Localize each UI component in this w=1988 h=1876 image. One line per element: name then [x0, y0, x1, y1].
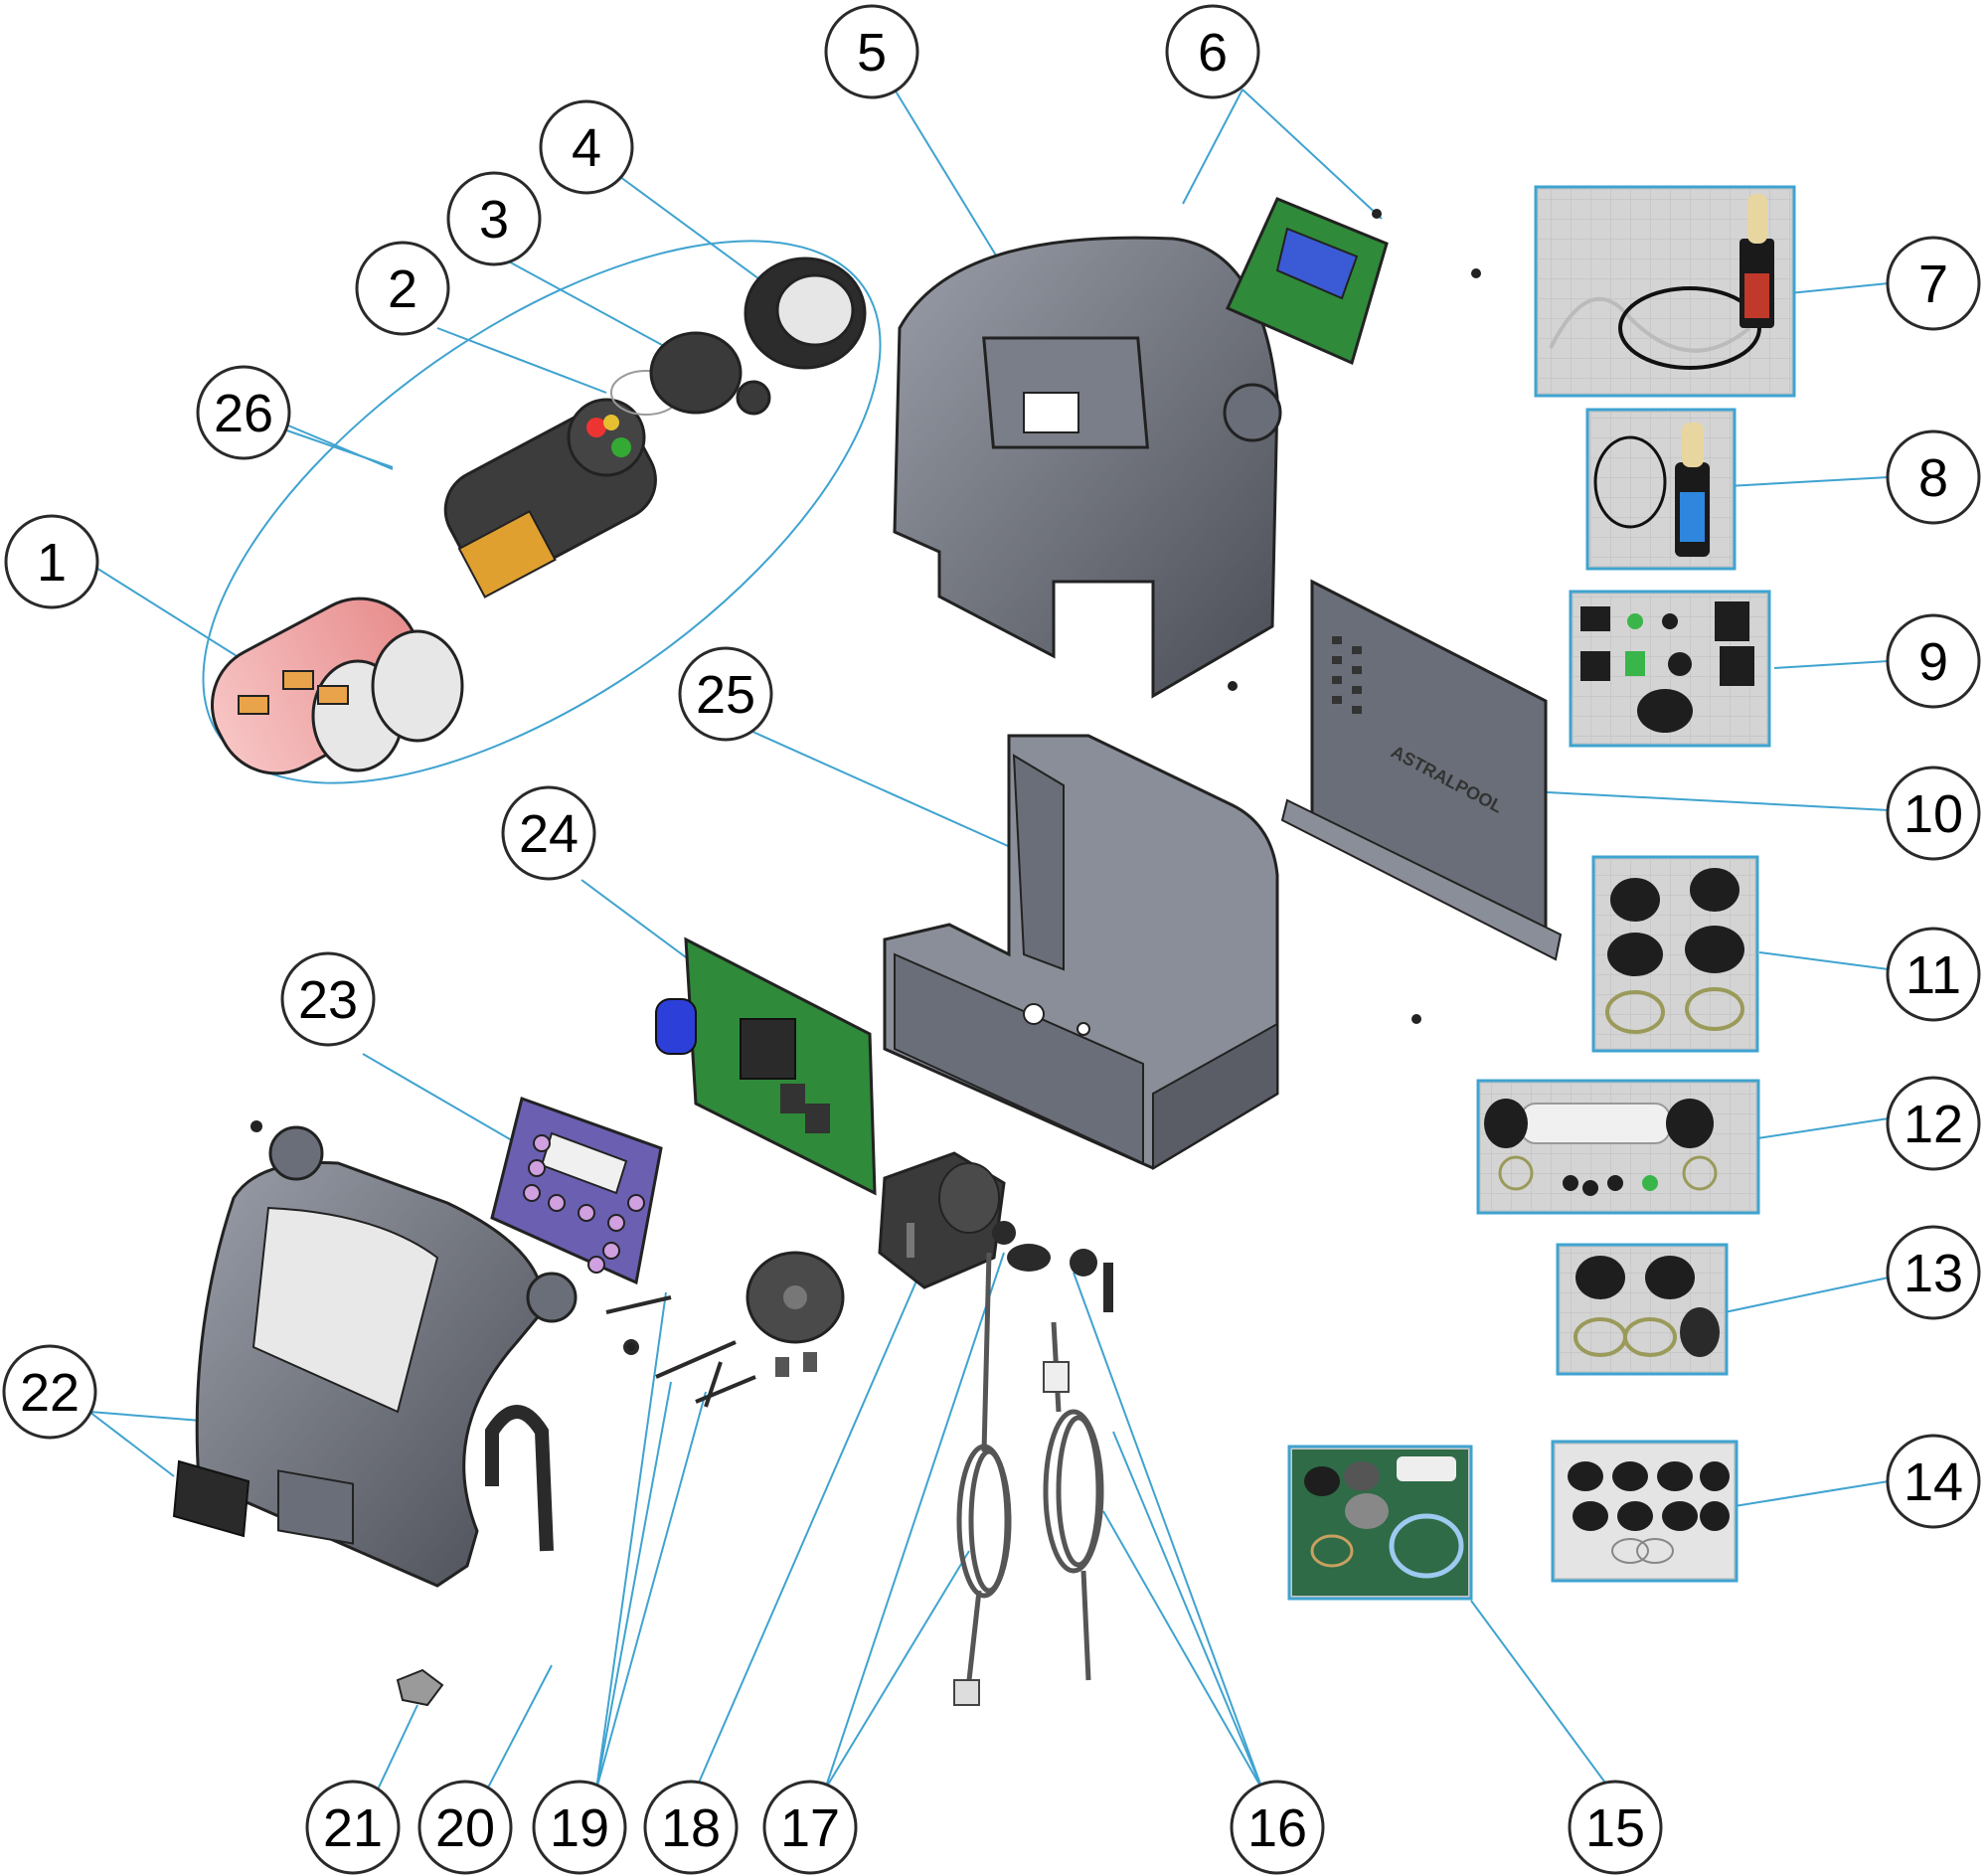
svg-text:8: 8 [1918, 448, 1948, 508]
callout-5: 5 [824, 4, 919, 99]
callout-2: 2 [355, 241, 450, 336]
svg-text:25: 25 [696, 665, 755, 725]
callout-17: 17 [762, 1780, 858, 1875]
cell-nut [744, 256, 867, 370]
callout-19: 19 [532, 1780, 627, 1875]
svg-text:6: 6 [1198, 23, 1228, 83]
lcd-board [1226, 197, 1481, 366]
callout-25: 25 [678, 646, 773, 742]
u-tube [485, 1405, 554, 1552]
svg-text:16: 16 [1247, 1798, 1307, 1858]
callout-1: 1 [4, 514, 99, 609]
photo-ph-probe [1534, 185, 1796, 398]
screws [605, 1295, 756, 1408]
callout-10: 10 [1886, 766, 1981, 861]
callout-23: 23 [280, 951, 376, 1047]
svg-text:20: 20 [435, 1798, 495, 1858]
callout-14: 14 [1886, 1434, 1981, 1529]
electrode [443, 398, 657, 598]
svg-text:23: 23 [298, 970, 358, 1030]
cable-glands [992, 1221, 1113, 1312]
back-plate: ASTRALPOOL [1280, 579, 1563, 961]
svg-text:15: 15 [1585, 1798, 1645, 1858]
svg-text:13: 13 [1904, 1244, 1963, 1303]
photo-unions-kit-b [1556, 1243, 1729, 1376]
svg-text:11: 11 [1905, 945, 1961, 1005]
svg-text:18: 18 [661, 1798, 721, 1858]
cell-cap [649, 331, 771, 416]
svg-text:7: 7 [1918, 255, 1948, 314]
svg-text:9: 9 [1918, 632, 1948, 692]
callouts: 1 2 3 4 5 6 7 8 9 10 11 12 13 14 15 16 1… [2, 4, 1981, 1875]
callout-15: 15 [1568, 1780, 1663, 1875]
connection-cable [1043, 1321, 1104, 1681]
rear-cover [172, 1120, 578, 1588]
clip [396, 1668, 444, 1707]
svg-text:17: 17 [780, 1798, 840, 1858]
svg-text:1: 1 [37, 533, 67, 593]
callout-16: 16 [1230, 1780, 1325, 1875]
svg-text:5: 5 [857, 23, 887, 83]
svg-text:26: 26 [214, 384, 273, 443]
svg-text:24: 24 [519, 804, 579, 864]
callout-22: 22 [2, 1344, 97, 1440]
callout-9: 9 [1886, 613, 1981, 709]
callout-21: 21 [305, 1780, 401, 1875]
callout-3: 3 [446, 171, 542, 266]
photo-rings-kit [1551, 1440, 1739, 1583]
main-pcb [655, 937, 877, 1196]
photo-orp-probe [1585, 408, 1737, 571]
photo-unions [1591, 855, 1759, 1053]
transformer [878, 1151, 1006, 1289]
callout-7: 7 [1886, 236, 1981, 331]
callout-8: 8 [1886, 429, 1981, 525]
cell-assembly-group [202, 240, 882, 784]
keypad-membrane [490, 1097, 663, 1285]
power-cable [953, 1252, 1012, 1706]
callout-18: 18 [643, 1780, 739, 1875]
photo-fittings-kit-a [1569, 590, 1771, 748]
svg-text:3: 3 [479, 190, 509, 250]
callout-11: 11 [1886, 927, 1981, 1022]
callout-26: 26 [196, 365, 291, 460]
svg-text:19: 19 [550, 1798, 609, 1858]
svg-text:10: 10 [1904, 784, 1963, 844]
cell-body [211, 597, 464, 775]
svg-text:14: 14 [1904, 1452, 1963, 1512]
callout-4: 4 [539, 99, 634, 195]
front-cover [893, 236, 1282, 699]
chassis-base [883, 681, 1421, 1170]
svg-text:2: 2 [388, 259, 417, 319]
svg-text:4: 4 [572, 118, 601, 178]
photo-maintenance-kit [1287, 1445, 1473, 1601]
callout-12: 12 [1886, 1076, 1981, 1171]
callout-20: 20 [417, 1780, 513, 1875]
svg-text:22: 22 [20, 1363, 80, 1423]
dosing-pump [746, 1251, 845, 1377]
callout-24: 24 [501, 785, 596, 881]
svg-text:21: 21 [323, 1798, 383, 1858]
callout-13: 13 [1886, 1225, 1981, 1320]
photo-flow-cell-kit [1476, 1079, 1760, 1215]
svg-text:12: 12 [1904, 1095, 1963, 1154]
callout-6: 6 [1165, 4, 1260, 99]
